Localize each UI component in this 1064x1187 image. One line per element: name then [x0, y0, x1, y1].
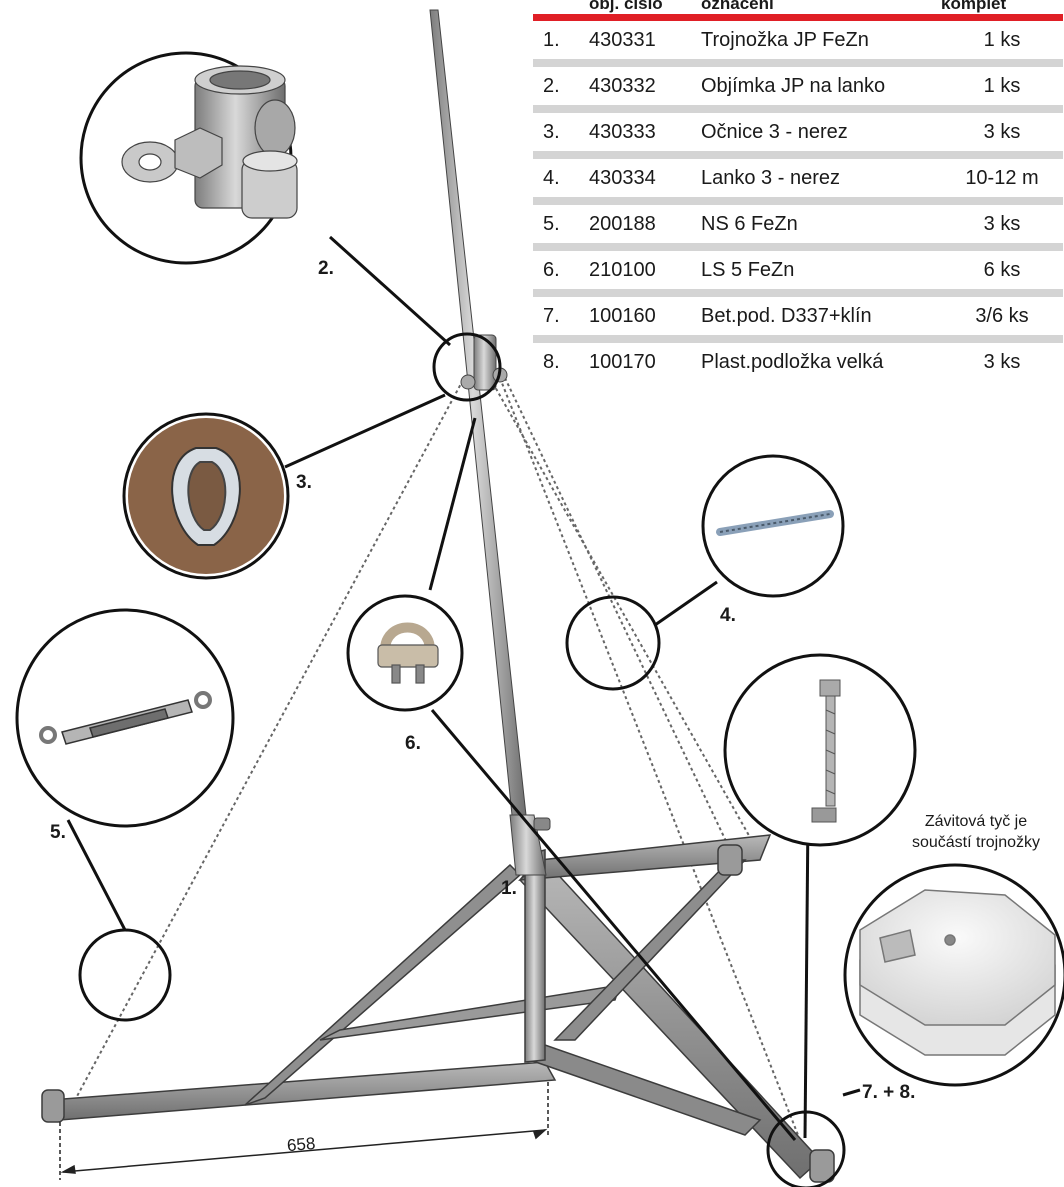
turnbuckle-icon: [39, 691, 212, 745]
row-qty: 3/6 ks: [975, 304, 1029, 327]
row-index: 5.: [543, 212, 560, 235]
dimension-label: 658: [286, 1133, 317, 1156]
callout-label-6: 6.: [405, 733, 421, 754]
guy-wires: [74, 377, 801, 1141]
table-row: 3. 430333 Očnice 3 - nerez 3 ks: [533, 109, 1063, 155]
wire-cable-icon: [716, 510, 834, 536]
threaded-rod-note: Závitová tyč je součástí trojnožky: [896, 811, 1056, 853]
circle-bolt-detail: [723, 653, 917, 847]
note-line-1: Závitová tyč je: [924, 813, 1028, 830]
concrete-block-icon: [859, 889, 1056, 1056]
dimension-line: [59, 1082, 549, 1180]
row-qty: 6 ks: [983, 258, 1021, 281]
row-index: 6.: [543, 258, 560, 281]
row-qty: 10-12 m: [965, 166, 1039, 189]
table-row: 5. 200188 NS 6 FeZn 3 ks: [533, 201, 1063, 247]
header-number: obj. číslo: [589, 0, 663, 13]
row-number: 430333: [589, 120, 656, 143]
callout-label-2: 2.: [318, 258, 334, 279]
tripod-base: [41, 834, 835, 1183]
row-name: Lanko 3 - nerez: [701, 166, 840, 189]
row-qty: 3 ks: [983, 120, 1021, 143]
circle-top-clamp: [432, 332, 502, 402]
circle-cable-on-frame: [565, 595, 661, 691]
row-name: LS 5 FeZn: [701, 258, 795, 281]
note-line-2: součástí trojnožky: [911, 834, 1041, 851]
row-index: 8.: [543, 350, 560, 373]
row-number: 430334: [589, 166, 656, 189]
table-header: obj. číslo označení komplet: [533, 0, 1063, 18]
row-index: 3.: [543, 120, 560, 143]
row-name: Očnice 3 - nerez: [701, 120, 848, 143]
callout-label-3: 3.: [296, 472, 312, 493]
row-qty: 1 ks: [983, 28, 1021, 51]
circle-foot-detail: [766, 1110, 846, 1187]
row-qty: 1 ks: [983, 74, 1021, 97]
callout-label-1: 1.: [501, 878, 517, 899]
threaded-rod-icon: [811, 679, 841, 823]
row-name: Bet.pod. D337+klín: [701, 304, 872, 327]
table-row: 1. 430331 Trojnožka JP FeZn 1 ks: [533, 18, 1063, 63]
row-index: 4.: [543, 166, 560, 189]
header-cell: [533, 0, 589, 18]
thimble-icon: [128, 418, 284, 574]
row-index: 2.: [543, 74, 560, 97]
row-index: 7.: [543, 304, 560, 327]
row-number: 210100: [589, 258, 656, 281]
row-number: 430332: [589, 74, 656, 97]
mast: [429, 9, 551, 876]
callout-label-5: 5.: [50, 822, 66, 843]
row-number: 200188: [589, 212, 656, 235]
row-qty: 3 ks: [983, 212, 1021, 235]
table-row: 2. 430332 Objímka JP na lanko 1 ks: [533, 63, 1063, 109]
row-name: NS 6 FeZn: [701, 212, 798, 235]
row-index: 1.: [543, 28, 560, 51]
header-name: označení: [701, 0, 774, 13]
leader-lines: [66, 235, 861, 1141]
row-qty: 3 ks: [983, 350, 1021, 373]
row-number: 100160: [589, 304, 656, 327]
wire-clip-icon: [377, 622, 439, 684]
callout-label-7-8: 7. + 8.: [862, 1082, 916, 1103]
table-row: 4. 430334 Lanko 3 - nerez 10-12 m: [533, 155, 1063, 201]
circle-turnbuckle-on-frame: [78, 928, 172, 1022]
callout-label-4: 4.: [720, 605, 736, 626]
row-name: Trojnožka JP FeZn: [701, 28, 869, 51]
row-name: Objímka JP na lanko: [701, 74, 886, 97]
clamp-icon: [121, 65, 298, 219]
parts-table: obj. číslo označení komplet 1. 430331 Tr…: [533, 0, 1063, 381]
row-name: Plast.podložka velká: [701, 350, 884, 373]
header-qty: komplet: [941, 0, 1007, 13]
table-row: 7. 100160 Bet.pod. D337+klín 3/6 ks: [533, 293, 1063, 339]
table-row: 8. 100170 Plast.podložka velká 3 ks: [533, 339, 1063, 381]
row-number: 430331: [589, 28, 656, 51]
table-row: 6. 210100 LS 5 FeZn 6 ks: [533, 247, 1063, 293]
row-number: 100170: [589, 350, 656, 373]
